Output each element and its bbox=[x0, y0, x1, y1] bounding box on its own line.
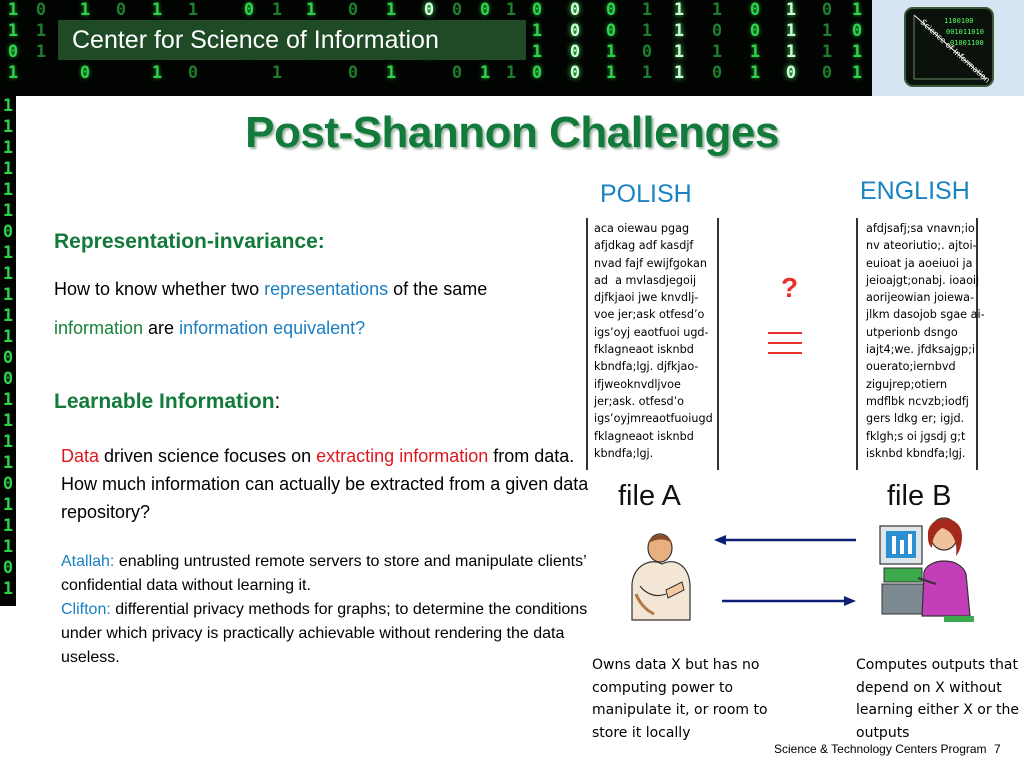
learnable-paragraph: Data driven science focuses on extractin… bbox=[61, 442, 591, 526]
logo-bits-1: 1100100 bbox=[944, 17, 974, 25]
learn-text-extracting: extracting information bbox=[316, 446, 489, 466]
rep-text-information-equivalent: information equivalent? bbox=[179, 318, 366, 338]
english-gibberish-text: afdjsafj;sa vnavn;io nv ateoriutio;. ajt… bbox=[866, 222, 985, 460]
learn-text-4: from data. How much information can actu… bbox=[61, 446, 589, 522]
page-number: 7 bbox=[994, 742, 1001, 756]
equivalence-bar-3 bbox=[768, 352, 802, 354]
learnable-heading-colon: : bbox=[274, 390, 281, 413]
english-left-rule bbox=[856, 218, 858, 470]
logo-bits-3: 01001100 bbox=[950, 39, 984, 47]
caption-file-b: Computes outputs that depend on X withou… bbox=[856, 657, 1020, 741]
rep-text-5: are bbox=[143, 318, 180, 338]
researchers-paragraph: Atallah: enabling untrusted remote serve… bbox=[61, 550, 591, 670]
rep-text-3: of the same bbox=[388, 279, 488, 299]
learnable-heading: Learnable Information: bbox=[54, 390, 280, 414]
file-a-label: file A bbox=[618, 480, 681, 512]
rep-text-information: information bbox=[54, 318, 144, 338]
center-title: Center for Science of Information bbox=[58, 20, 526, 60]
logo-bits-2: 001011010 bbox=[946, 28, 984, 36]
exchange-arrows bbox=[714, 535, 856, 606]
polish-left-rule bbox=[586, 218, 588, 470]
learn-text-2: driven science focuses on bbox=[99, 446, 317, 466]
learn-text-data: Data bbox=[61, 446, 100, 466]
atallah-name: Atallah: bbox=[61, 553, 115, 570]
representation-heading: Representation-invariance: bbox=[54, 230, 325, 253]
person-a-clipart bbox=[631, 533, 691, 621]
english-label: ENGLISH bbox=[860, 177, 970, 205]
clifton-name: Clifton: bbox=[61, 601, 111, 618]
polish-gibberish-text: aca oiewau pgag afjdkag adf kasdjf nvad … bbox=[594, 222, 713, 460]
slide-title: Post-Shannon Challenges bbox=[245, 108, 779, 157]
matrix-left-strip: 1 1 1 1 1 1 0 1 1 1 1 1 0 0 1 1 1 1 0 1 … bbox=[0, 96, 16, 606]
english-right-rule bbox=[976, 218, 978, 470]
equivalence-bar-1 bbox=[768, 332, 802, 334]
equivalence-bar-2 bbox=[768, 342, 802, 344]
atallah-text: enabling untrusted remote servers to sto… bbox=[61, 553, 587, 594]
question-mark: ? bbox=[781, 272, 799, 303]
matrix-banner: 1 1 0 1 0 1 1 1 0 0 0 0 1 1 1 1 1 1 1 0 … bbox=[0, 0, 872, 96]
person-b-clipart bbox=[879, 517, 974, 622]
footer-program: Science & Technology Centers Program bbox=[774, 742, 987, 756]
file-b-label: file B bbox=[887, 480, 952, 512]
logo-area: 1100100 001011010 01001100 Science of In… bbox=[872, 0, 1024, 96]
clifton-text: differential privacy methods for graphs;… bbox=[61, 601, 588, 666]
polish-label: POLISH bbox=[600, 180, 692, 208]
polish-right-rule bbox=[717, 218, 719, 470]
rep-text-representations: representations bbox=[264, 279, 389, 299]
rep-text-1: How to know whether two bbox=[54, 279, 265, 299]
science-of-information-logo: 1100100 001011010 01001100 Science of In… bbox=[904, 7, 994, 87]
learnable-heading-text: Learnable Information bbox=[54, 390, 275, 413]
representation-paragraph: How to know whether two representations … bbox=[54, 270, 554, 348]
caption-file-a: Owns data X but has no computing power t… bbox=[592, 657, 768, 741]
